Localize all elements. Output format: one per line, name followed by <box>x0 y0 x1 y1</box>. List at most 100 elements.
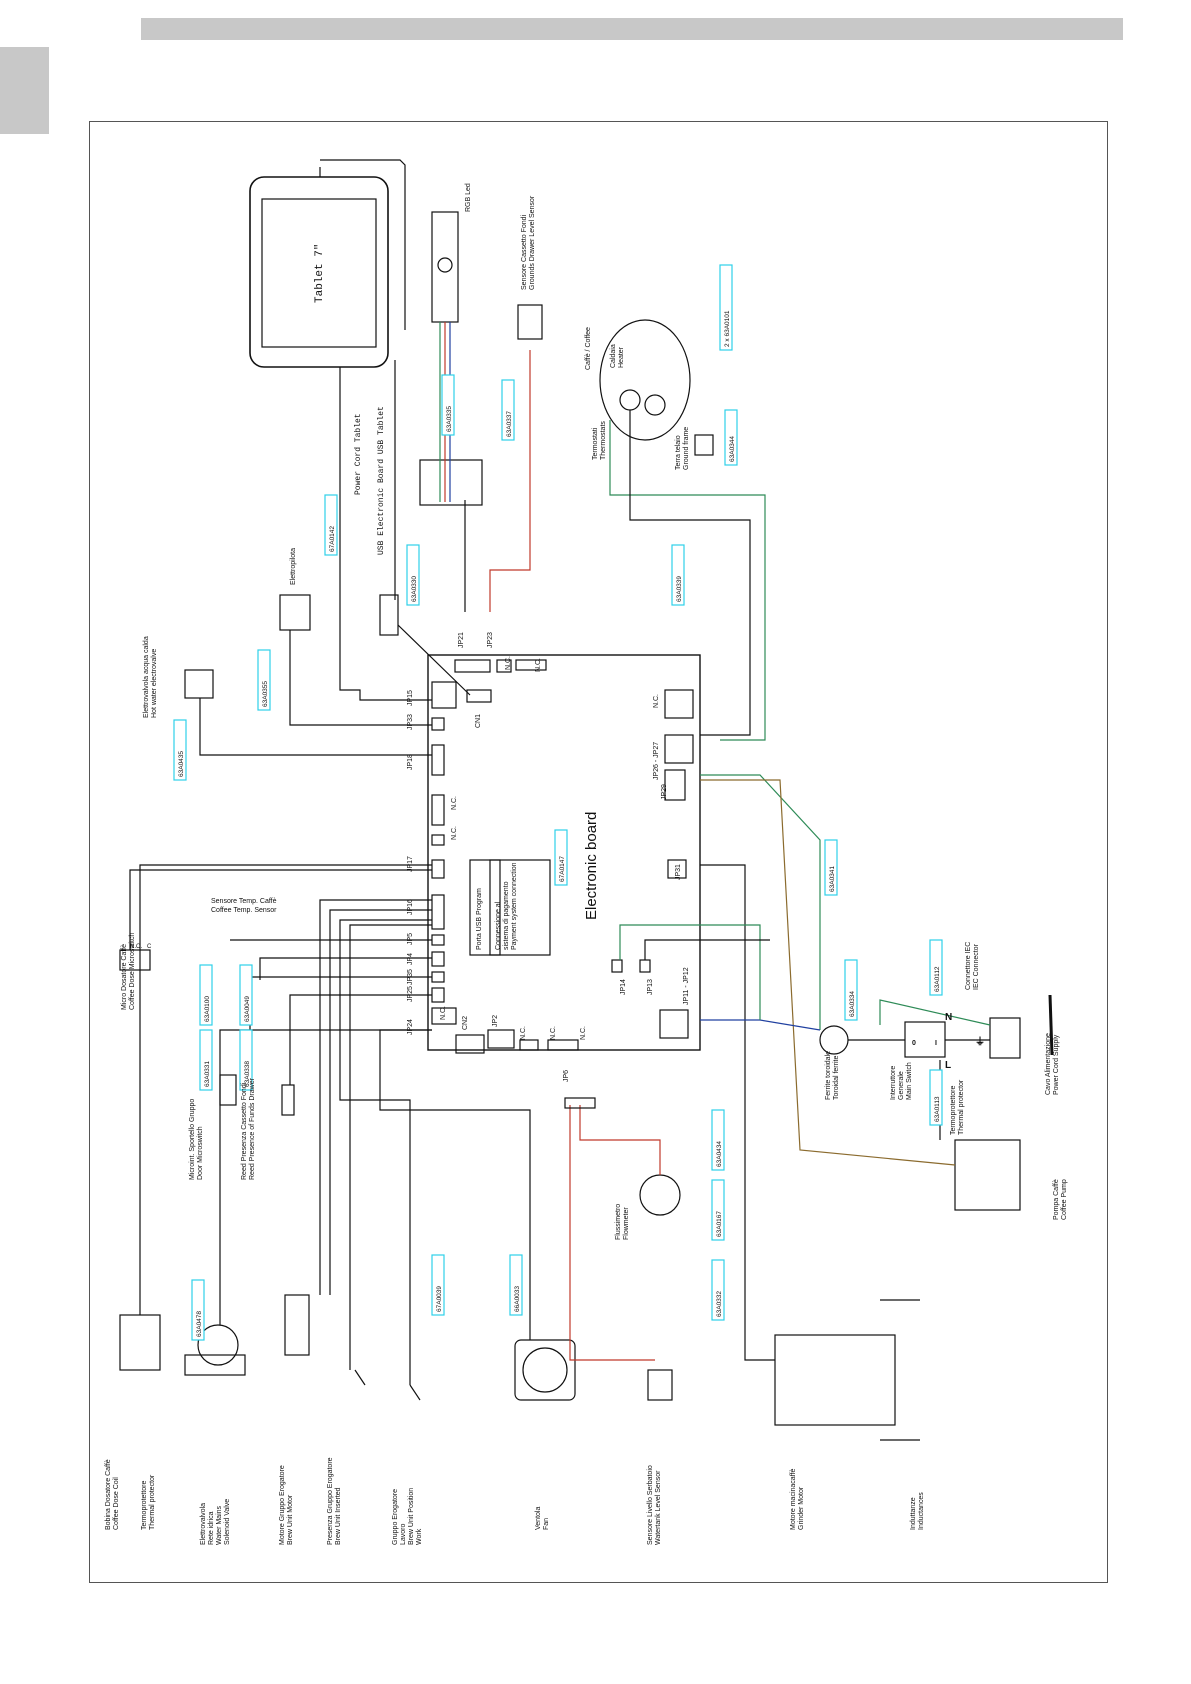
tablet-junction-connector <box>419 459 483 506</box>
cable-tag-63a0355 <box>257 649 271 711</box>
nc-header-2 <box>431 794 445 826</box>
jp17-coil-wire <box>139 864 432 1315</box>
thermostats-label-it: Termostati <box>592 427 599 460</box>
heater-black-wire <box>629 410 751 736</box>
ground-symbol-icon: ⏚ <box>975 1036 985 1048</box>
main-switch-label-1: Interruttore <box>890 1066 897 1100</box>
cn2-usb-port <box>455 1034 485 1054</box>
label-jp26-jp27: JP26 - JP27 <box>653 742 660 780</box>
jp21-header <box>454 659 491 673</box>
code-63a0100: 63A0100 <box>204 996 211 1022</box>
jp17-micro-wire <box>129 869 432 950</box>
solenoid-valve <box>197 1324 239 1366</box>
chapter-tab <box>0 47 49 134</box>
coffee-pump <box>954 1139 1021 1211</box>
power-cord-tablet-wire <box>339 367 432 701</box>
cable-tag-63a0338 <box>239 1029 253 1091</box>
micro-c-label: C <box>147 944 152 950</box>
grinder-wire <box>700 864 775 1361</box>
flowmeter-label-it: Flussimetro <box>615 1204 622 1240</box>
thermostat-2 <box>644 394 666 416</box>
tank-sensor-label-en: Watertank Level Sensor <box>655 1470 662 1545</box>
label-jp15: JP15 <box>407 690 414 706</box>
ground-frame-label-it: Terra telaio <box>675 435 682 470</box>
code-67a0147: 67A0147 <box>559 856 566 882</box>
elettropilota-valve <box>279 594 311 631</box>
solenoid-label-4: Solenoid Valve <box>224 1499 231 1545</box>
cable-tag-67a0147 <box>554 829 568 886</box>
jp16-presence-wire <box>349 924 432 1370</box>
rgb-led-label: RGB Led <box>465 183 472 212</box>
code-63a0344: 63A0344 <box>729 436 736 462</box>
jp24-fan-wire <box>379 1029 531 1340</box>
code-63a0167: 63A0167 <box>716 1211 723 1237</box>
cable-tag-63a0341 <box>824 839 838 896</box>
label-nc-c: N.C. <box>535 658 542 672</box>
reed-label-it: Reed Presenza Cassetto Fondi <box>241 1082 248 1180</box>
switch-on-label: I <box>935 1040 937 1047</box>
cable-tag-66a0033 <box>509 1254 523 1316</box>
caldaia-label: Caldaia <box>610 344 617 368</box>
code-63a0101: 2 x 63A0101 <box>724 310 731 347</box>
fan-label-en: Fan <box>543 1518 550 1530</box>
label-jp2: JP2 <box>492 1015 499 1027</box>
jp13-header <box>639 959 651 973</box>
jp25-reed-wire <box>289 994 432 1085</box>
brew-work-label-2: Lavoro <box>400 1523 407 1545</box>
cable-tag-63a0434 <box>711 1109 725 1171</box>
cable-tag-63a0113 <box>929 1069 943 1126</box>
coffee-dose-coil <box>119 1314 161 1371</box>
coffee-heater-label: Caffè / Coffee <box>585 327 592 370</box>
code-63a0049: 63A0049 <box>244 996 251 1022</box>
coffee-dose-micro-label-it: Micro Dosatore Caffè <box>121 944 128 1010</box>
label-jp21: JP21 <box>458 632 465 648</box>
thermostats-label-en: Thermostats <box>600 421 607 460</box>
jp2-header <box>487 1029 515 1049</box>
code-63a0331: 63A0331 <box>204 1061 211 1087</box>
temp-sensor-label-en: Coffee Temp. Sensor <box>211 907 277 914</box>
solenoid-valve-base <box>184 1354 246 1376</box>
iec-label-en: IEC Connector <box>973 943 980 990</box>
cable-tag-63a0331 <box>199 1029 213 1091</box>
jp35-header <box>431 971 445 983</box>
door-micro-label-it: Microint. Sportello Gruppo <box>189 1099 196 1180</box>
label-jp24: JP24 <box>407 1019 414 1035</box>
cable-tag-63a0167 <box>711 1179 725 1241</box>
tablet-usb-cable <box>319 159 406 330</box>
jp18-header <box>431 744 445 776</box>
payment-label-3: Payment system connection <box>511 862 518 950</box>
ground-green-wire <box>700 774 821 1030</box>
switch-off-label: 0 <box>912 1040 916 1047</box>
jp5-header <box>431 934 445 946</box>
grinder-motor <box>774 1334 896 1426</box>
jp31-header <box>667 859 687 879</box>
jp16-header <box>431 894 445 930</box>
brew-unit-motor <box>284 1294 310 1356</box>
cable-tag-63a0101 <box>719 264 733 351</box>
pump-label-it: Pompa Caffè <box>1053 1179 1060 1220</box>
label-jp29: JP29 <box>661 784 668 800</box>
nc-header-5 <box>519 1039 539 1051</box>
jp16-brewunit-wire <box>339 919 432 1385</box>
coffee-dose-microswitch <box>119 949 151 971</box>
ferrite-label-it: Ferrite toroidale <box>825 1051 832 1100</box>
code-63a0434: 63A0434 <box>716 1141 723 1167</box>
jp14-green-wire <box>619 924 761 1020</box>
nc-header-1 <box>515 659 547 671</box>
code-63a0332: 63A0332 <box>716 1291 723 1317</box>
nc-header-6 <box>547 1039 579 1051</box>
jp33-header <box>431 717 445 731</box>
cable-tag-63a0112 <box>929 939 943 996</box>
payment-label-2: sistema di pagamento <box>503 881 510 950</box>
cable-tag-63a0478 <box>191 1279 205 1341</box>
label-L: L <box>945 1060 951 1071</box>
iec-label-it: Connettore IEC <box>965 942 972 990</box>
code-63a0355: 63A0355 <box>262 681 269 707</box>
label-jp13: JP13 <box>647 979 654 995</box>
cable-tag-67a0039 <box>431 1254 445 1316</box>
cable-tag-63a0332 <box>711 1259 725 1321</box>
code-67a0142: 67A0142 <box>329 526 336 552</box>
brew-motor-label-it: Motore Gruppo Erogatore <box>279 1465 286 1545</box>
ferrite-label-en: Toroidal ferrite <box>833 1056 840 1100</box>
